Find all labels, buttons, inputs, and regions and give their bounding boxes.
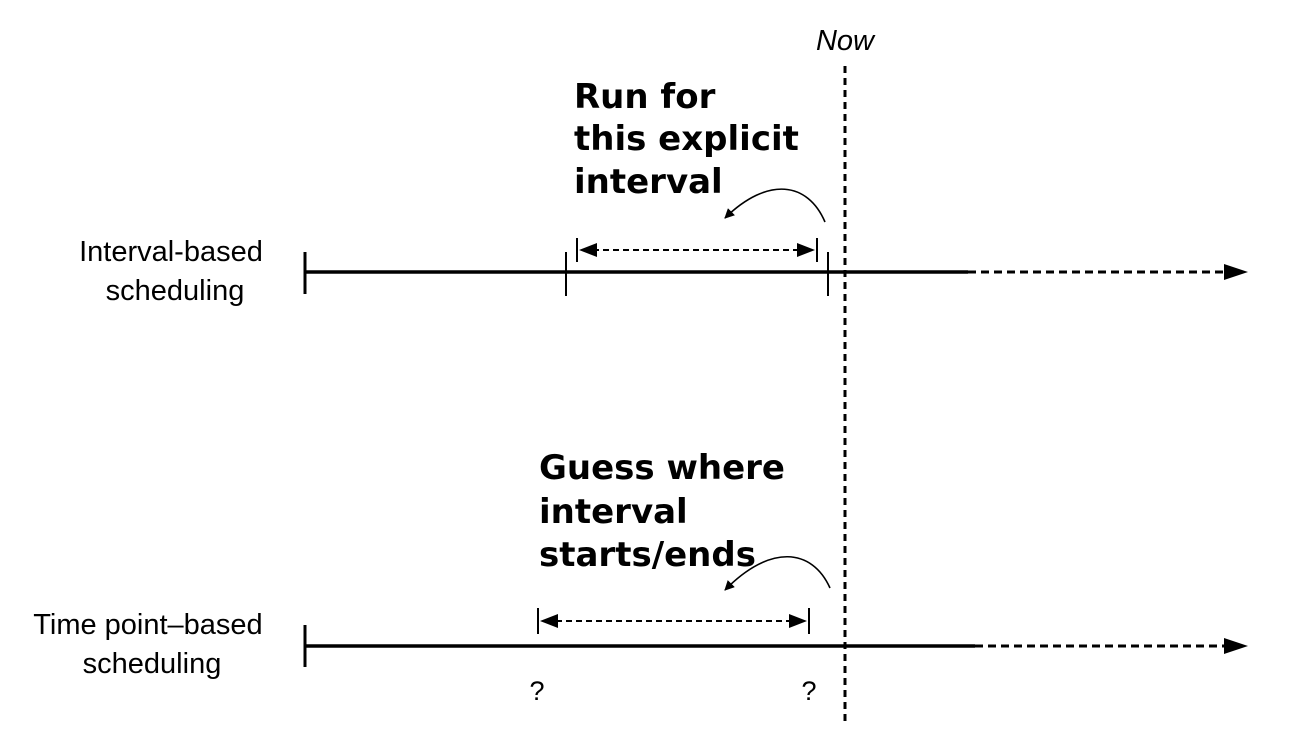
- timeline-arrowhead: [1224, 264, 1248, 280]
- time-point-based-row: Time point–based scheduling ? ? Guess wh…: [33, 448, 1248, 706]
- now-label: Now: [816, 25, 876, 57]
- row-label: Interval-based scheduling: [79, 236, 271, 307]
- bracket-left-arrowhead: [579, 243, 597, 257]
- bracket-right-arrowhead: [789, 614, 807, 628]
- row-label: Time point–based scheduling: [33, 609, 271, 680]
- unknown-end-label: ?: [801, 676, 816, 706]
- bracket-left-arrowhead: [540, 614, 558, 628]
- interval-based-row: Interval-based scheduling Run for this e…: [79, 77, 1248, 307]
- callout-curved-arrow: [724, 556, 831, 591]
- callout-text: Run for this explicit interval: [574, 77, 811, 202]
- unknown-start-label: ?: [529, 676, 544, 706]
- callout-text: Guess where interval starts/ends: [539, 448, 797, 575]
- callout-curved-arrow: [724, 188, 826, 223]
- bracket-right-arrowhead: [797, 243, 815, 257]
- timeline-arrowhead: [1224, 638, 1248, 654]
